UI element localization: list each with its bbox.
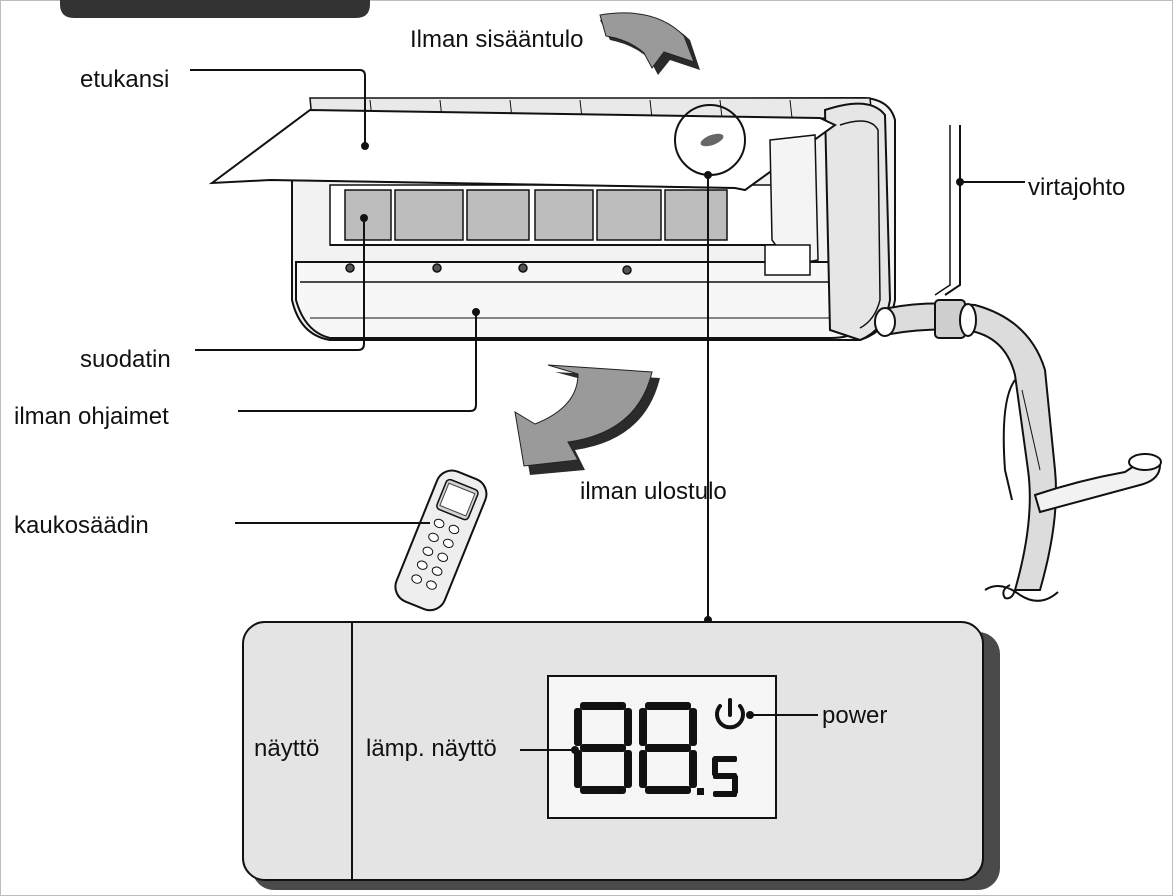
power-cord-line — [944, 125, 961, 296]
remote-control-image — [394, 469, 488, 612]
unit-side-cap — [823, 102, 892, 342]
label-front-cover: etukansi — [80, 66, 170, 93]
label-temp-display: lämp. näyttö — [366, 735, 497, 762]
label-filter: suodatin — [80, 346, 171, 373]
label-power-cord: virtajohto — [1028, 174, 1126, 201]
power-cord-and-pipe — [874, 125, 1162, 602]
header-tab — [60, 0, 370, 18]
lcd-digits — [574, 702, 738, 797]
leader-air-guides — [238, 312, 477, 412]
label-air-inlet: Ilman sisääntulo — [410, 26, 584, 53]
label-air-outlet: ilman ulostulo — [580, 478, 727, 505]
filter-panel — [329, 184, 801, 275]
leader-front-cover — [190, 69, 366, 146]
label-air-guides: ilman ohjaimet — [14, 403, 169, 430]
power-icon — [715, 698, 745, 730]
front-cover — [208, 108, 837, 192]
leader-filter — [195, 218, 365, 351]
label-display: näyttö — [254, 735, 320, 762]
label-power: power — [822, 702, 888, 729]
label-remote: kaukosäädin — [14, 512, 149, 539]
leader-lines — [190, 69, 1025, 624]
